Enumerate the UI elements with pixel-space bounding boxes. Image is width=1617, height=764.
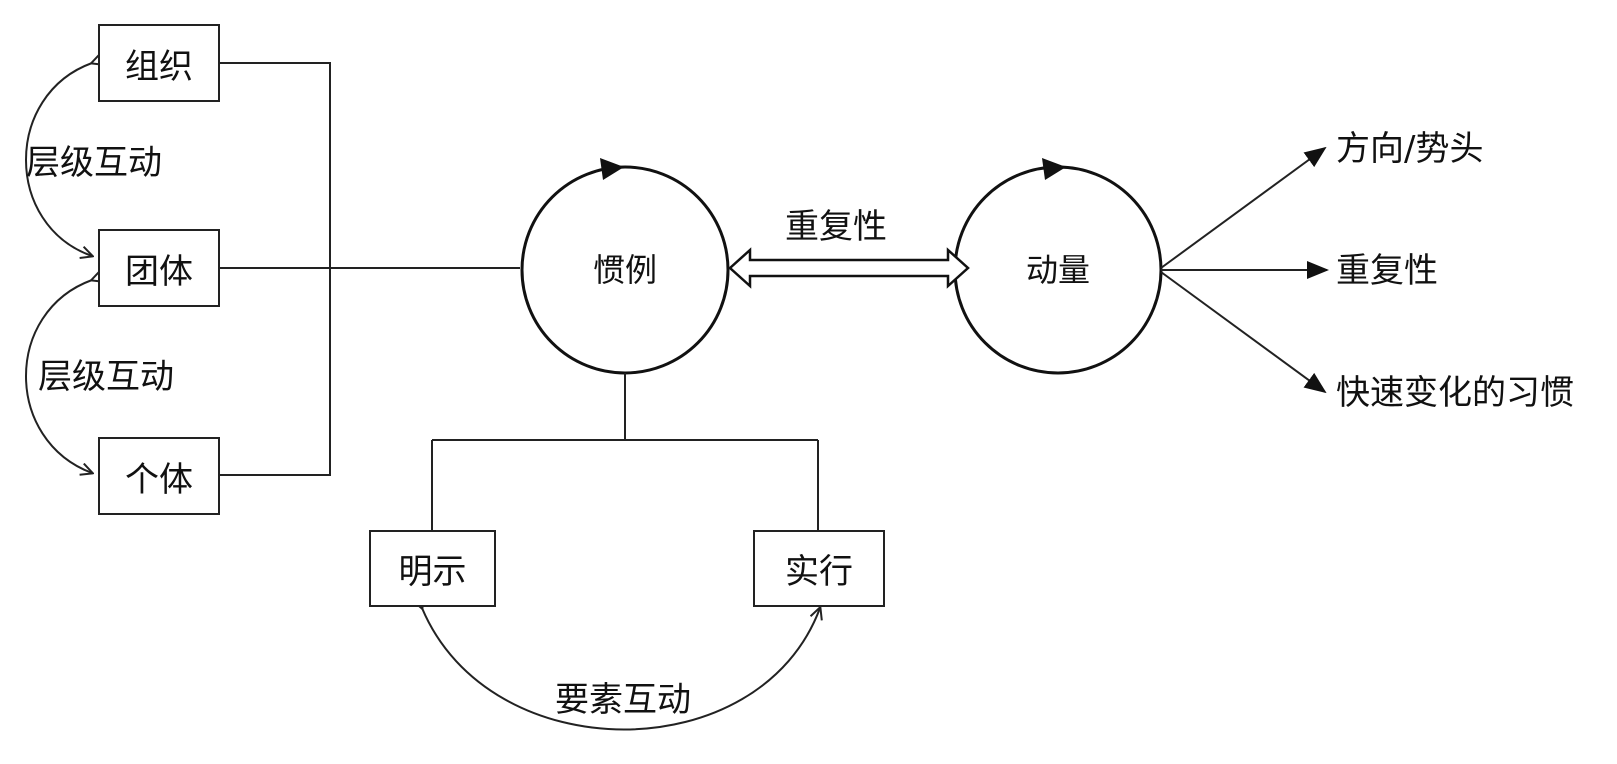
outcome-arrow-direction — [1160, 146, 1327, 269]
outcome-arrow-fast-change — [1160, 271, 1327, 394]
label-performative: 实行 — [785, 552, 853, 592]
interaction-arrow-lower — [25, 280, 92, 473]
label-outcome-fast-change: 快速变化的习惯 — [1336, 373, 1574, 413]
routine-cycle-arrowhead — [600, 158, 624, 180]
box-ostensive: 明示 — [369, 530, 496, 607]
label-ostensive: 明示 — [398, 552, 467, 592]
label-individual: 个体 — [125, 459, 193, 500]
label-link-repetition: 重复性 — [785, 207, 887, 247]
momentum-cycle-arrowhead — [1042, 158, 1066, 180]
box-individual: 个体 — [98, 437, 220, 515]
label-outcome-direction: 方向/势头 — [1336, 129, 1484, 169]
label-routine: 惯例 — [592, 251, 658, 289]
label-element-interaction: 要素互动 — [555, 680, 691, 720]
label-interaction-upper: 层级互动 — [26, 143, 162, 183]
box-performative: 实行 — [753, 530, 885, 607]
repetition-double-arrow — [728, 247, 970, 289]
box-group: 团体 — [98, 229, 220, 307]
interaction-arrow-upper — [25, 63, 92, 256]
label-outcome-repetition: 重复性 — [1336, 251, 1438, 291]
label-interaction-lower: 层级互动 — [38, 357, 174, 397]
element-interaction-arrow — [422, 608, 820, 731]
box-organization: 组织 — [98, 24, 220, 102]
label-momentum: 动量 — [1025, 251, 1091, 289]
label-group: 团体 — [125, 251, 193, 292]
label-organization: 组织 — [125, 46, 193, 87]
